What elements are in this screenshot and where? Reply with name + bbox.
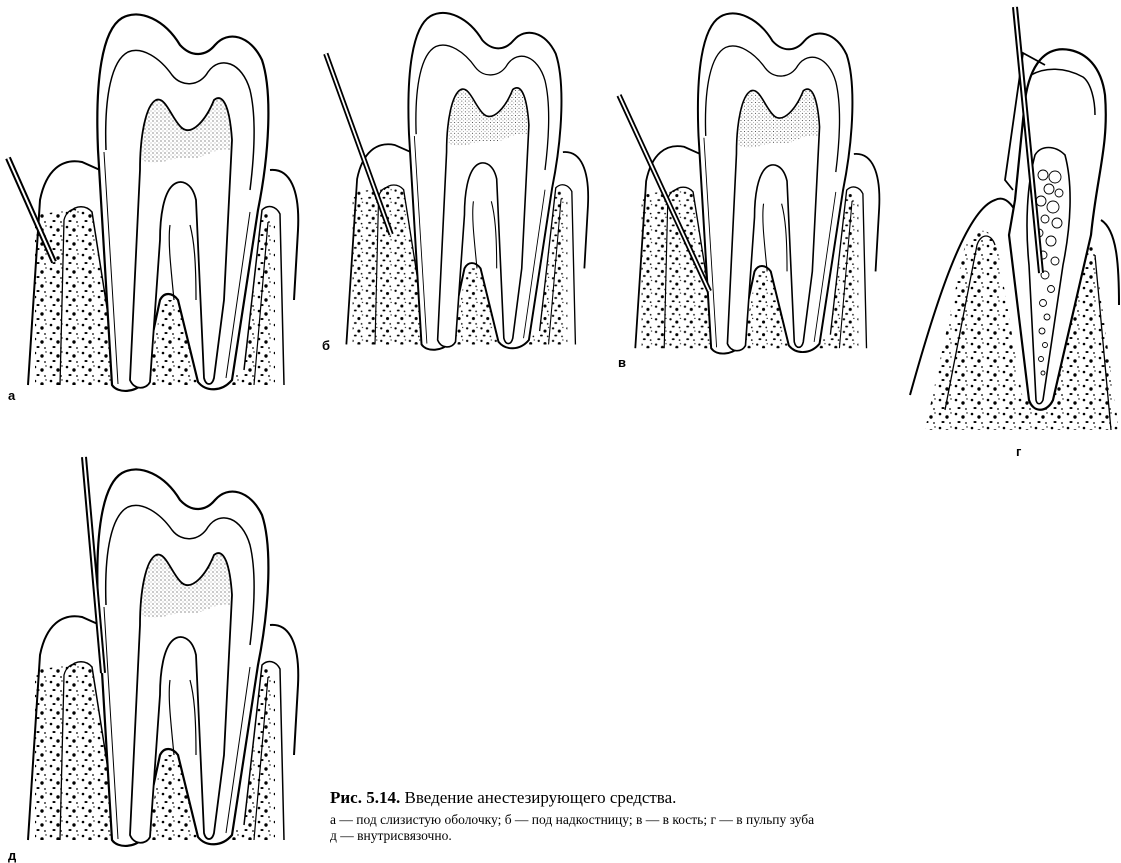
figure-number: Рис. 5.14. <box>330 788 400 807</box>
needle-a <box>8 158 54 262</box>
caption-title-line: Рис. 5.14. Введение анестезирующего сред… <box>330 788 1120 808</box>
tooth-diagram-b <box>320 0 600 340</box>
tooth-diagram-a <box>0 0 310 392</box>
figure-title: Введение анестезирующего средства. <box>404 788 676 807</box>
panel-label-g: г <box>1016 444 1021 459</box>
caption-legend-line-1: а — под слизистую оболочку; б — под надк… <box>330 812 1120 828</box>
panel-b-subperiosteal: б <box>320 0 600 340</box>
tooth-diagram-g <box>905 5 1121 435</box>
panel-v-intraosseous: в <box>610 0 890 355</box>
panel-d-intraligamentary: д <box>0 455 310 847</box>
tooth-diagram-d <box>0 455 310 847</box>
panel-label-a: а <box>8 388 15 403</box>
panel-g-intrapulpal: г <box>905 5 1121 435</box>
tooth-diagram-v <box>610 0 890 355</box>
panel-label-b: б <box>322 338 330 353</box>
panel-a-submucosal: а <box>0 0 310 392</box>
panel-label-v: в <box>618 355 626 370</box>
caption-legend-line-2: д — внутрисвязочно. <box>330 828 1120 844</box>
figure-caption: Рис. 5.14. Введение анестезирующего сред… <box>330 788 1120 844</box>
